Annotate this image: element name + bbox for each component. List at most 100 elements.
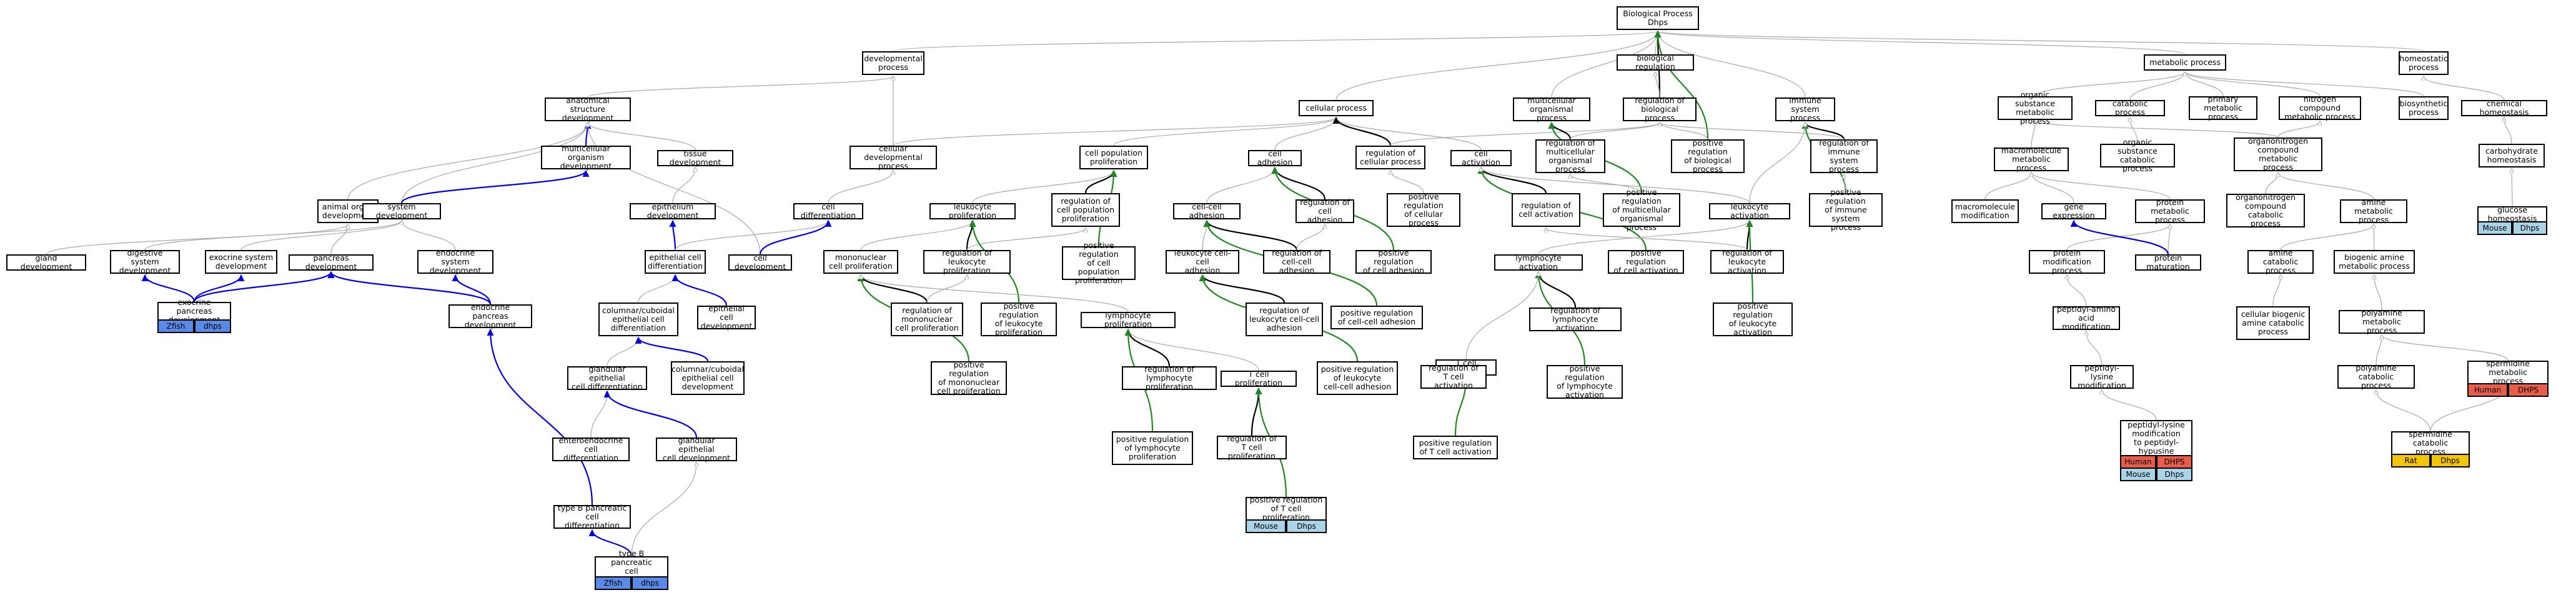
go-term-regccadh[interactable]: regulation of cell-cell adhesion — [1263, 249, 1330, 275]
go-term-spermcat[interactable]: spermidine catabolic process — [2391, 430, 2470, 456]
go-term-posregcelladh[interactable]: positive regulation of cell adhesion — [1355, 249, 1432, 275]
go-term-regcellpop[interactable]: regulation of cell population proliferat… — [1051, 193, 1120, 227]
go-term-biosyn[interactable]: biosynthetic process — [2399, 96, 2449, 120]
go-term-carbhomeo[interactable]: carbohydrate homeostasis — [2479, 144, 2545, 168]
go-term-posregtcellprolif[interactable]: positive regulation of T cell proliferat… — [1246, 496, 1327, 522]
go-term-posregimmune[interactable]: positive regulation of immune system pro… — [1809, 188, 1883, 232]
go-term-pancdev[interactable]: pancreas development — [289, 254, 374, 271]
go-term-lymphact[interactable]: lymphocyte activation — [1494, 254, 1583, 271]
go-term-sysdev[interactable]: system development — [362, 202, 441, 220]
go-term-cellbio[interactable]: cellular biogenic amine catabolic proces… — [2236, 306, 2310, 340]
go-term-exosys[interactable]: exocrine system development — [205, 250, 277, 274]
go-term-leukccadh[interactable]: leukocyte cell-cell adhesion — [1166, 249, 1239, 275]
go-term-regleukprolif[interactable]: regulation of leukocyte proliferation — [923, 249, 1011, 275]
go-term-reglymphact[interactable]: regulation of lymphocyte activation — [1529, 306, 1622, 332]
go-term-anat[interactable]: anatomical structure development — [545, 96, 631, 122]
go-term-epicelldiff[interactable]: epithelial cell differentiation — [645, 250, 706, 274]
go-term-celldevproc[interactable]: cellular developmental process — [850, 144, 937, 171]
go-term-celladh[interactable]: cell adhesion — [1248, 149, 1302, 167]
go-term-endopanc[interactable]: endocrine pancreas development — [448, 303, 532, 329]
go-term-posregtcellact[interactable]: positive regulation of T cell activation — [1413, 436, 1498, 459]
go-term-polycat[interactable]: polyamine catabolic process — [2337, 364, 2415, 390]
go-term-nitro[interactable]: nitrogen compound metabolic process — [2279, 95, 2361, 121]
go-term-regcellact[interactable]: regulation of cell activation — [1512, 193, 1580, 227]
go-term-regtcellact[interactable]: regulation of T cell activation — [1420, 364, 1487, 390]
go-term-bp[interactable]: Biological Process Dhps — [1617, 6, 1699, 30]
go-term-regtcellprolif[interactable]: regulation of T cell proliferation — [1217, 434, 1287, 461]
go-term-primmet[interactable]: primary metabolic process — [2189, 95, 2257, 121]
go-term-posregleukact[interactable]: positive regulation of leukocyte activat… — [1713, 302, 1793, 337]
go-term-regleukact[interactable]: regulation of leukocyte activation — [1710, 249, 1784, 275]
go-term-chemhomeo[interactable]: chemical homeostasis — [2461, 99, 2547, 117]
go-term-geneexp[interactable]: gene expression — [2041, 202, 2106, 220]
go-term-biogenic[interactable]: biogenic amine metabolic process — [2334, 250, 2415, 274]
go-term-posregmononuc[interactable]: positive regulation of mononuclear cell … — [931, 361, 1007, 396]
go-term-glandev[interactable]: gland development — [6, 254, 86, 271]
go-term-posregbio[interactable]: positive regulation of biological proces… — [1671, 139, 1745, 174]
go-term-posregcellpop[interactable]: positive regulation of cell population p… — [1062, 241, 1136, 285]
go-term-celldiff[interactable]: cell differentiation — [793, 202, 863, 220]
go-term-reglymphprolif[interactable]: regulation of lymphocyte proliferation — [1122, 365, 1217, 391]
go-term-typeBdev[interactable]: type B pancreatic cell development — [595, 549, 668, 584]
go-term-tcellprolif[interactable]: T cell proliferation — [1221, 370, 1297, 388]
go-term-macromol[interactable]: macromolecule metabolic process — [1994, 146, 2069, 172]
go-term-posreglymphact[interactable]: positive regulation of lymphocyte activa… — [1547, 364, 1623, 399]
go-term-typeBdiff[interactable]: type B pancreatic cell differentiation — [553, 504, 631, 530]
go-term-aminemet[interactable]: amine metabolic process — [2340, 198, 2407, 224]
go-term-organonitcat[interactable]: organonitrogen compound catabolic proces… — [2226, 193, 2305, 228]
go-term-multi[interactable]: multicellular organismal process — [1513, 96, 1590, 122]
go-term-protmet[interactable]: protein metabolic process — [2135, 198, 2205, 224]
go-term-regleukccadh[interactable]: regulation of leukocyte cell-cell adhesi… — [1246, 302, 1323, 336]
go-term-leukact[interactable]: leukocyte activation — [1709, 202, 1790, 220]
go-term-aminecat[interactable]: amine catabolic process — [2247, 249, 2314, 275]
go-term-posregleukccadh[interactable]: positive regulation of leukocyte cell-ce… — [1317, 361, 1398, 395]
go-term-regimmune[interactable]: regulation of immune system process — [1810, 139, 1878, 174]
go-term-posregmulti[interactable]: positive regulation of multicellular org… — [1603, 188, 1680, 232]
go-term-posregcellproc[interactable]: positive regulation of cellular process — [1387, 192, 1460, 228]
go-term-exopanc[interactable]: exocrine pancreas development — [157, 298, 231, 324]
go-term-regbio[interactable]: regulation of biological process — [1623, 96, 1697, 122]
go-term-regmononuc[interactable]: regulation of mononuclear cell prolifera… — [891, 302, 963, 336]
go-term-macromod[interactable]: macromolecule modification — [1951, 199, 2019, 223]
go-term-tissue[interactable]: tissue development — [657, 149, 733, 167]
go-term-epicelldev[interactable]: epithelial cell development — [697, 304, 756, 331]
go-term-posreglymphprolif[interactable]: positive regulation of lymphocyte prolif… — [1112, 431, 1193, 465]
go-term-digest[interactable]: digestive system development — [110, 249, 180, 275]
go-term-peptaa[interactable]: peptidyl-amino acid modification — [2053, 305, 2120, 331]
go-term-cellproc[interactable]: cellular process — [1299, 100, 1374, 116]
go-term-orgsub[interactable]: organic substance metabolic process — [1998, 91, 2073, 126]
go-term-polyamine[interactable]: polyamine metabolic process — [2339, 309, 2425, 335]
go-term-protmod[interactable]: protein modification process — [2029, 249, 2105, 275]
go-term-enteroendo[interactable]: enteroendocrine cell differentiation — [552, 436, 630, 462]
go-term-immune[interactable]: immune system process — [1775, 96, 1835, 122]
go-term-colepidev[interactable]: columnar/cuboidal epithelial cell develo… — [671, 361, 745, 395]
go-term-multidev[interactable]: multicellular organism development — [541, 144, 631, 171]
go-term-protmat[interactable]: protein maturation — [2135, 254, 2201, 271]
go-term-metab[interactable]: metabolic process — [2144, 54, 2226, 71]
go-term-glandepidev[interactable]: glandular epithelial cell development — [656, 436, 737, 462]
go-term-ccadh[interactable]: cell-cell adhesion — [1173, 202, 1241, 220]
go-term-orgsubcat[interactable]: organic substance catabolic process — [2100, 138, 2175, 173]
go-term-posregleukprolif[interactable]: positive regulation of leukocyte prolife… — [981, 302, 1057, 337]
go-term-organonit[interactable]: organonitrogen compound metabolic proces… — [2234, 137, 2322, 172]
go-term-cellact[interactable]: cell activation — [1450, 149, 1512, 167]
go-term-regmulti[interactable]: regulation of multicellular organismal p… — [1535, 139, 1605, 174]
go-term-cellpop[interactable]: cell population proliferation — [1079, 146, 1148, 169]
go-term-regcelladh[interactable]: regulation of cell adhesion — [1295, 198, 1354, 224]
go-term-epidev[interactable]: epithelium development — [630, 202, 716, 220]
go-term-bioreg[interactable]: biological regulation — [1617, 54, 1694, 71]
go-term-posregcellact[interactable]: positive regulation of cell activation — [1608, 249, 1684, 275]
go-term-homeo[interactable]: homeostatic process — [2399, 51, 2449, 75]
go-term-endosys[interactable]: endocrine system development — [417, 249, 493, 275]
go-term-mononuc[interactable]: mononuclear cell proliferation — [823, 250, 898, 274]
go-term-celldev[interactable]: cell development — [728, 254, 792, 271]
go-term-catab[interactable]: catabolic process — [2095, 99, 2165, 117]
go-term-regcellproc[interactable]: regulation of cellular process — [1355, 146, 1425, 169]
go-term-colepidiff[interactable]: columnar/cuboidal epithelial cell differ… — [598, 302, 678, 336]
go-term-posregccadh[interactable]: positive regulation of cell-cell adhesio… — [1330, 306, 1423, 329]
go-term-spermidine[interactable]: spermidine metabolic process — [2467, 359, 2549, 386]
go-term-glucose[interactable]: glucose homeostasis — [2477, 206, 2547, 223]
go-term-peptlyshyp[interactable]: peptidyl-lysine modification to peptidyl… — [2120, 420, 2192, 456]
go-term-peptlys[interactable]: peptidyl-lysine modification — [2070, 364, 2134, 390]
go-term-dev[interactable]: developmental process — [862, 51, 924, 75]
